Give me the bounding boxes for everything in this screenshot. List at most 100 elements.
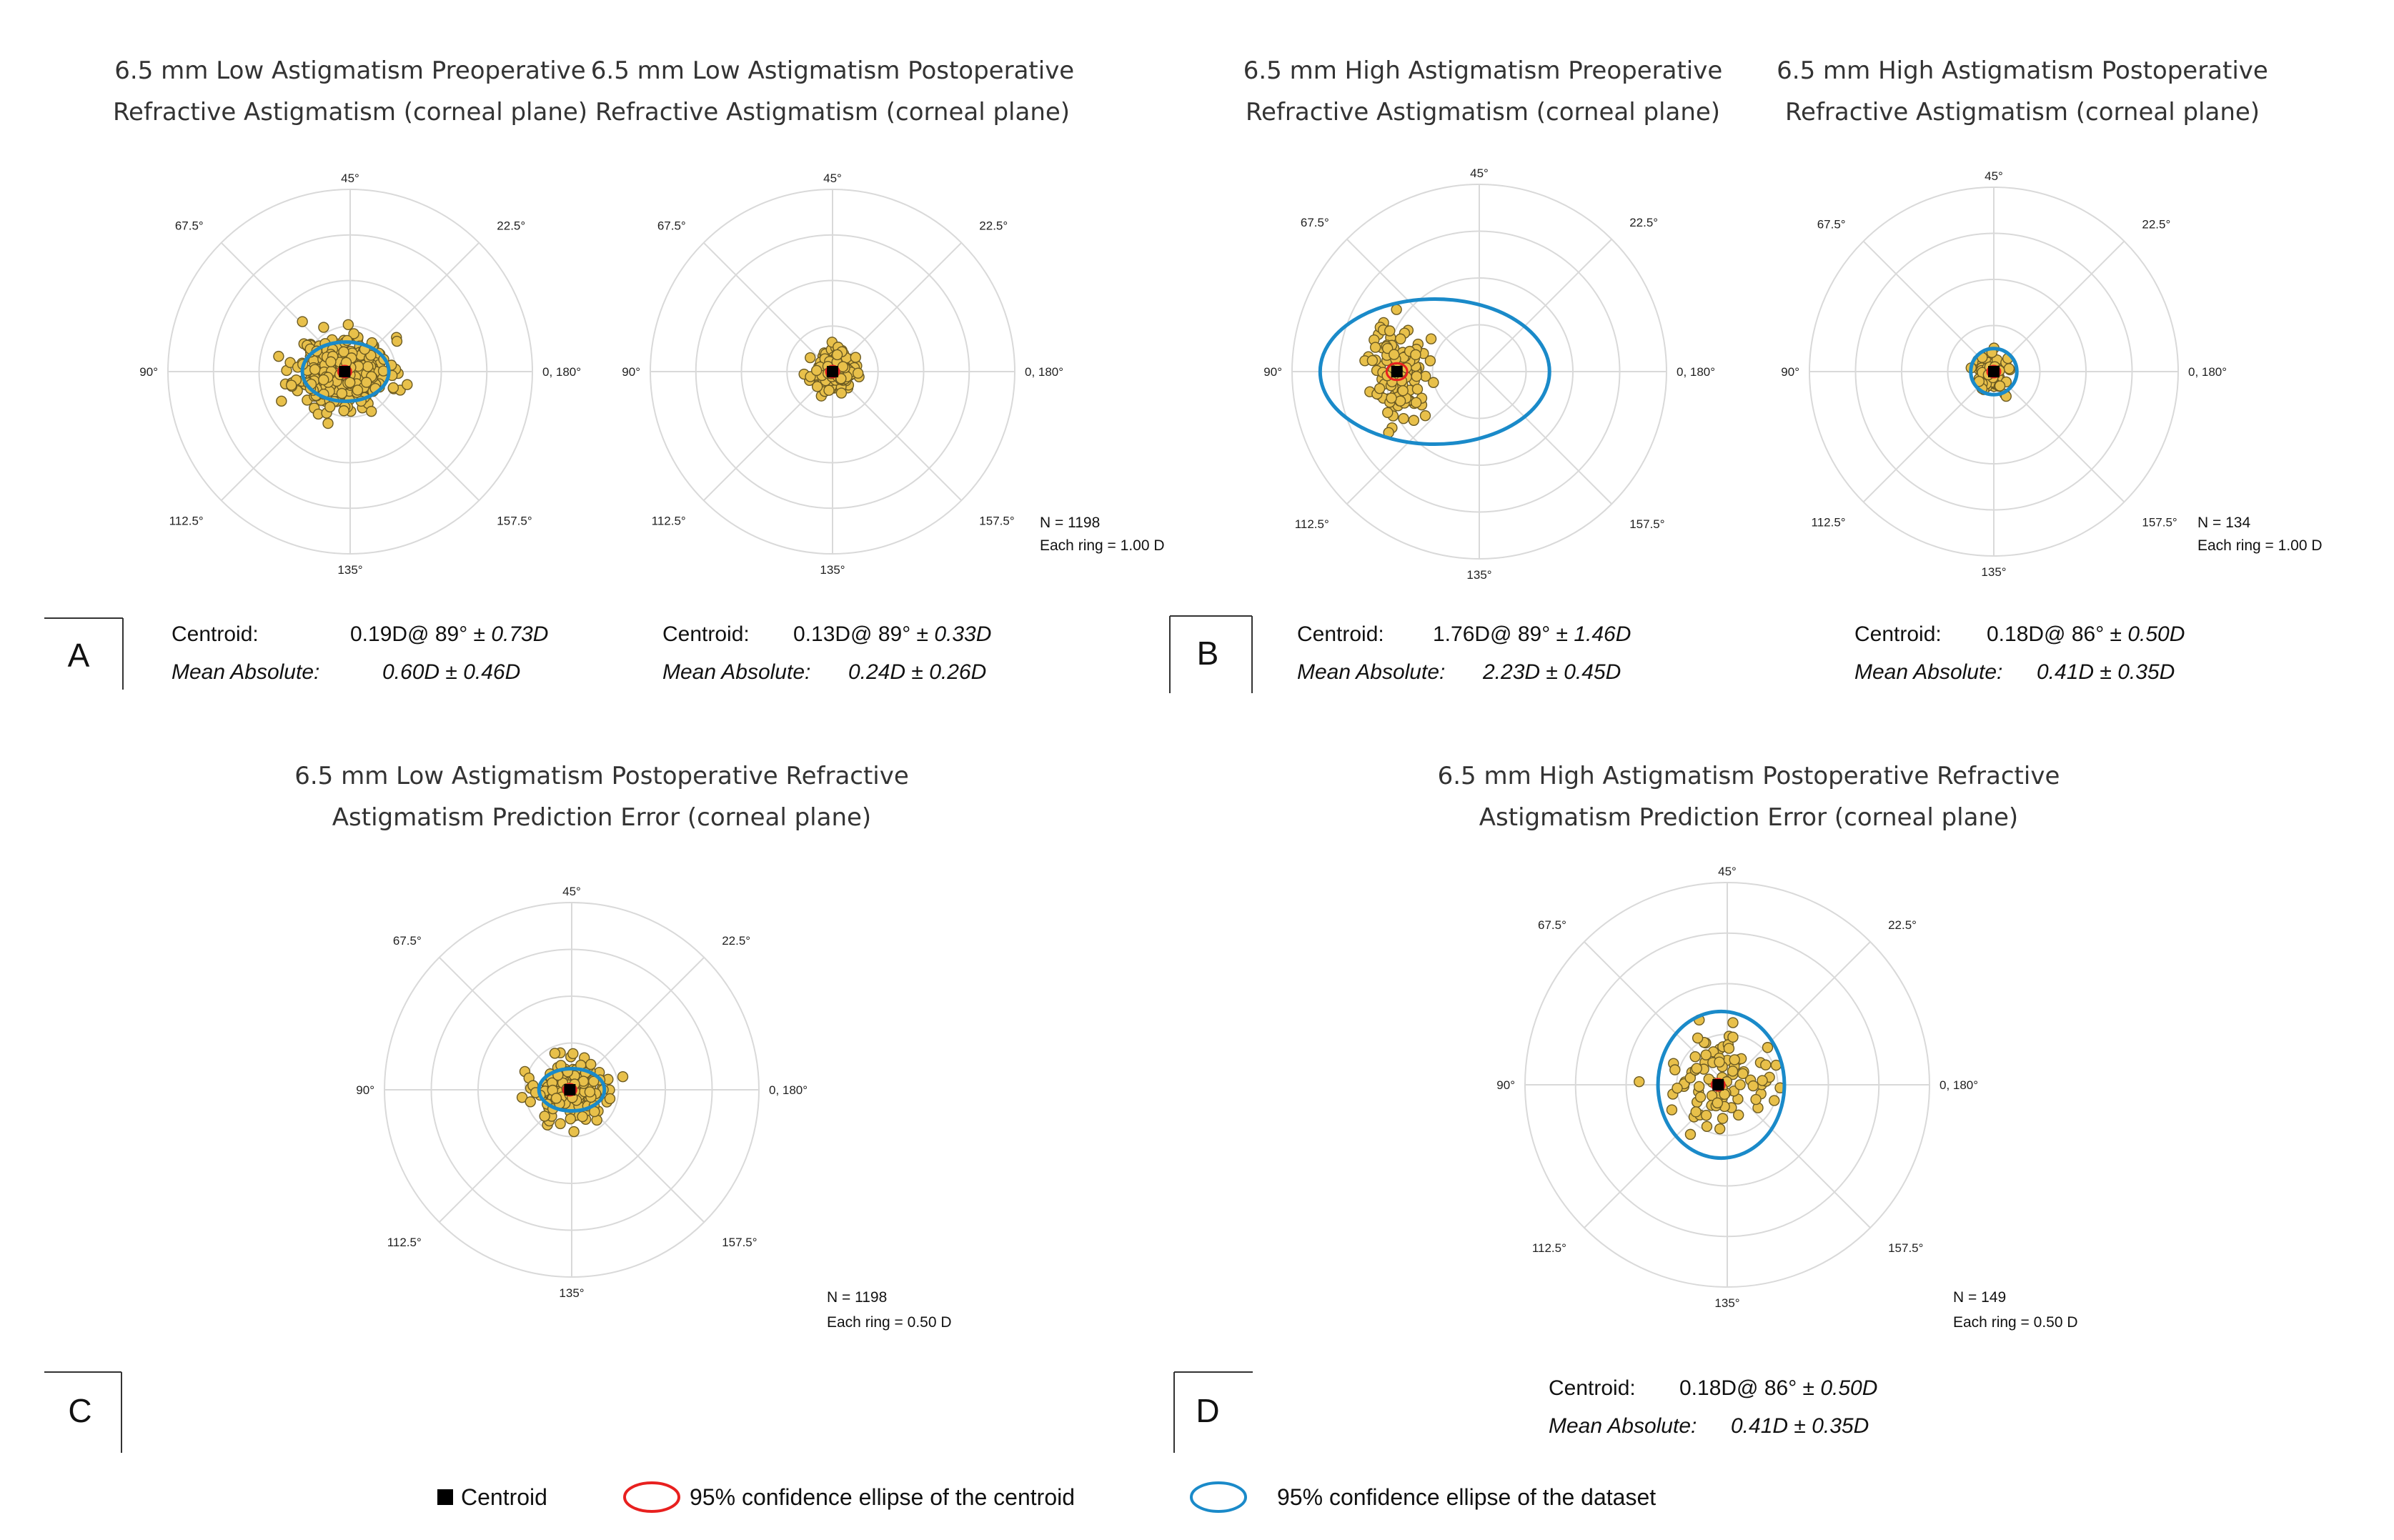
- data-point: [567, 1048, 579, 1060]
- angle-label: 157.5°: [497, 514, 532, 527]
- data-point: [1366, 354, 1379, 367]
- data-point: [276, 395, 287, 407]
- data-point: [1717, 1113, 1729, 1124]
- angle-label: 157.5°: [1888, 1241, 1923, 1255]
- mean-abs-label: Mean Absolute:: [1854, 660, 2002, 684]
- grid-spoke: [1479, 371, 1612, 505]
- mean-abs-label: Mean Absolute:: [172, 660, 319, 684]
- data-point: [1762, 1042, 1774, 1053]
- grid-spoke: [1727, 941, 1871, 1086]
- data-point: [1684, 1072, 1697, 1084]
- data-point: [1634, 1075, 1645, 1088]
- plot-title-line: 6.5 mm Low Astigmatism Preoperative: [114, 56, 585, 85]
- data-point: [1727, 1017, 1739, 1028]
- data-point: [835, 373, 847, 384]
- angle-label: 0, 180°: [1677, 365, 1715, 379]
- angle-label: 22.5°: [2142, 218, 2170, 232]
- centroid-label: Centroid:: [1297, 622, 1384, 646]
- angle-label: 0, 180°: [2188, 365, 2227, 379]
- data-point: [549, 1048, 561, 1059]
- data-point: [1727, 1031, 1739, 1043]
- data-point: [1689, 1050, 1701, 1063]
- grid-spoke: [1862, 371, 1995, 503]
- grid-spoke: [439, 957, 572, 1091]
- polar-plot: 45°67.5°22.5°90°0, 180°112.5°157.5°135°: [1496, 865, 1978, 1310]
- centroid-marker: [827, 366, 838, 377]
- plot-title-line: 6.5 mm High Astigmatism Postoperative Re…: [1438, 762, 2060, 790]
- angle-label: 45°: [562, 885, 581, 898]
- centroid-label: Centroid:: [1854, 622, 1942, 646]
- centroid-value: 0.19D@ 89° ± 0.73D: [350, 622, 548, 646]
- data-point: [1693, 1081, 1705, 1093]
- data-point: [539, 1111, 550, 1122]
- data-point: [402, 379, 413, 390]
- data-point: [1727, 1065, 1739, 1077]
- data-point: [1769, 1095, 1780, 1106]
- data-point: [318, 374, 329, 386]
- grid-spoke: [832, 242, 963, 372]
- data-point: [1701, 1121, 1713, 1132]
- data-point: [1757, 1075, 1768, 1086]
- angle-label: 135°: [820, 563, 845, 577]
- plot-d: 6.5 mm High Astigmatism Postoperative Re…: [1438, 762, 2078, 1438]
- data-point: [1723, 1043, 1735, 1054]
- plot-b-pre: 6.5 mm High Astigmatism Preoperative Ref…: [1243, 56, 1723, 684]
- angle-label: 90°: [1781, 365, 1799, 379]
- data-point: [348, 328, 359, 339]
- centroid-value: 0.18D@ 86° ± 0.50D: [1987, 622, 2185, 646]
- data-point: [1734, 1079, 1746, 1091]
- data-point: [823, 384, 835, 396]
- angle-label: 45°: [1985, 169, 2003, 183]
- angle-label: 157.5°: [1629, 517, 1664, 531]
- data-point: [584, 1086, 596, 1098]
- grid-spoke: [1584, 1084, 1728, 1228]
- mean-abs-label: Mean Absolute:: [1549, 1414, 1697, 1438]
- angle-label: 45°: [823, 172, 842, 185]
- data-point: [1411, 370, 1422, 382]
- data-point: [1691, 1063, 1702, 1074]
- plot-a-pre: 6.5 mm Low Astigmatism Preoperative Refr…: [113, 56, 587, 684]
- plot-b-post: 6.5 mm High Astigmatism Postoperative Re…: [1777, 56, 2322, 684]
- legend-centroid-label: Centroid: [461, 1484, 547, 1510]
- plot-title-line: Astigmatism Prediction Error (corneal pl…: [1479, 803, 2018, 832]
- panel-letter: D: [1196, 1392, 1219, 1429]
- centroid-label: Centroid:: [1549, 1376, 1636, 1400]
- data-point: [1750, 1093, 1762, 1106]
- data-point: [1729, 1054, 1740, 1065]
- plot-title-line: Refractive Astigmatism (corneal plane): [1785, 98, 2260, 126]
- dataset-ellipse: [300, 340, 391, 403]
- data-point: [852, 367, 864, 379]
- data-point: [585, 1058, 597, 1070]
- panel-letter: C: [68, 1392, 91, 1429]
- data-point: [1408, 414, 1420, 426]
- dataset-ellipse: [1656, 1009, 1787, 1161]
- polar-plot: 45°67.5°22.5°90°0, 180°112.5°157.5°135°: [1781, 169, 2227, 579]
- mean-abs-value: 0.41D ± 0.35D: [1731, 1414, 1869, 1438]
- data-point: [309, 364, 321, 375]
- centroid-marker: [1391, 366, 1403, 377]
- data-point: [1714, 1123, 1726, 1135]
- angle-label: 22.5°: [497, 219, 525, 233]
- angle-label: 0, 180°: [1939, 1078, 1978, 1092]
- data-point: [1386, 392, 1397, 404]
- mean-abs-value: 2.23D ± 0.45D: [1482, 660, 1621, 684]
- centroid-value: 0.18D@ 86° ± 0.50D: [1679, 1376, 1877, 1400]
- data-point: [338, 346, 349, 357]
- angle-label: 135°: [1981, 565, 2006, 579]
- data-point: [1737, 1068, 1749, 1080]
- angle-label: 45°: [1470, 167, 1489, 180]
- centroid-sd: 0.33D: [934, 622, 991, 646]
- grid-spoke: [1993, 240, 2125, 372]
- angle-label: 90°: [1263, 365, 1282, 379]
- plot-title-line: Refractive Astigmatism (corneal plane): [595, 98, 1070, 126]
- angle-label: 45°: [341, 172, 359, 185]
- angle-label: 90°: [622, 365, 640, 379]
- data-point: [1389, 349, 1400, 360]
- angle-label: 22.5°: [722, 934, 750, 948]
- data-point: [1672, 1083, 1683, 1094]
- centroid-marker: [1988, 366, 2000, 377]
- angle-label: 0, 180°: [769, 1083, 808, 1097]
- ring-note: Each ring = 0.50 D: [1953, 1314, 2078, 1331]
- angle-label: 112.5°: [387, 1236, 422, 1249]
- angle-label: 135°: [337, 563, 362, 577]
